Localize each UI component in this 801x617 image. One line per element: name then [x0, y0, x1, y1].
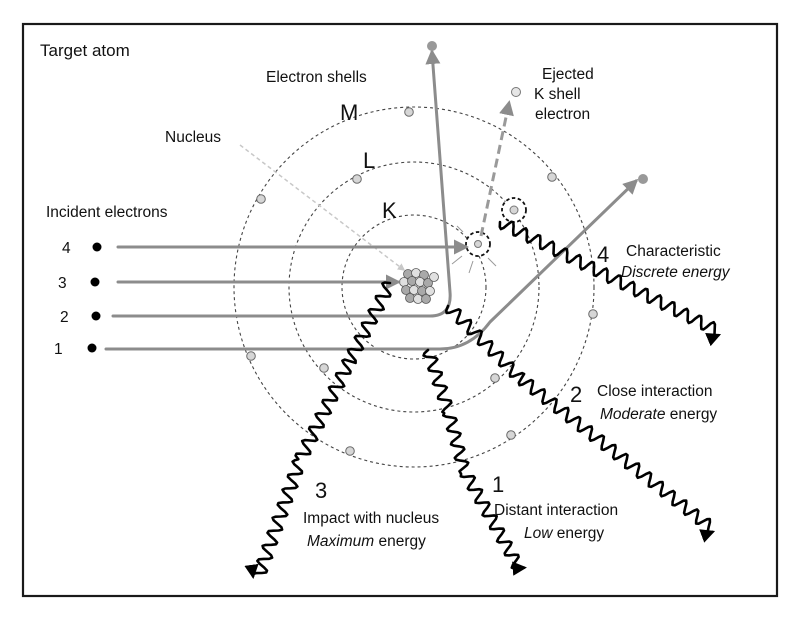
- shell-label-l: L: [363, 148, 375, 173]
- electron-m-4: [506, 430, 516, 440]
- photon-2-close: [445, 304, 716, 543]
- incident-electron-1: [87, 343, 97, 353]
- shell-l-ring: [288, 161, 540, 413]
- scattered-electron-2: [427, 41, 437, 51]
- interaction-2-name: Close interaction: [597, 383, 712, 400]
- electron-l-2: [490, 373, 500, 383]
- nucleus-label: Nucleus: [165, 129, 221, 146]
- nucleus-pointer: [239, 144, 406, 271]
- interaction-4-name: Characteristic: [626, 243, 721, 260]
- ejected-electron: [511, 87, 521, 97]
- collision-burst: [451, 225, 497, 274]
- shell-label-m: M: [340, 100, 358, 125]
- interaction-2-energy-rest: energy: [665, 406, 717, 423]
- interaction-1-energy-emph: Low: [524, 525, 554, 542]
- interaction-3-energy-line: Maximum energy: [307, 533, 426, 550]
- interaction-3-name: Impact with nucleus: [303, 510, 439, 527]
- electron-l-1: [352, 174, 362, 184]
- photon-3-nucleus: [244, 281, 392, 580]
- interaction-1-energy-line: Low energy: [524, 525, 604, 542]
- shell-k-ring: [341, 214, 487, 360]
- incident-number-3: 3: [58, 275, 67, 292]
- electron-track-1: [104, 178, 639, 351]
- photon-4-characteristic: [498, 220, 722, 347]
- incident-electron-4: [92, 242, 102, 252]
- interaction-1-name: Distant interaction: [494, 502, 618, 519]
- interaction-4-energy: Discrete energy: [621, 264, 731, 281]
- k-shell-vacancy-dot: [474, 240, 482, 248]
- interaction-2-energy-line: Moderate energy: [600, 406, 717, 423]
- interaction-3-energy-rest: energy: [374, 533, 426, 550]
- nucleus: [399, 268, 439, 304]
- interaction-3-number: 3: [315, 478, 327, 503]
- shell-label-k: K: [382, 198, 397, 223]
- ejected-label-line2: K shell: [534, 86, 581, 103]
- diagram-title: Target atom: [40, 41, 130, 60]
- incident-electrons-label: Incident electrons: [46, 204, 168, 221]
- electron-m-5: [345, 446, 355, 456]
- x-ray-photons: [244, 220, 722, 580]
- incident-number-2: 2: [60, 309, 69, 326]
- electron-m-1: [404, 107, 414, 117]
- incident-number-4: 4: [62, 240, 71, 257]
- incident-electron-3: [90, 277, 100, 287]
- electron-l-3: [319, 363, 329, 373]
- incident-electron-dots: [87, 242, 102, 353]
- electron-m-6: [246, 351, 256, 361]
- interaction-2-energy-emph: Moderate: [600, 406, 666, 423]
- ejected-electron-track: [479, 100, 514, 237]
- ejected-label-line1: Ejected: [542, 66, 594, 83]
- interaction-2-number: 2: [570, 382, 582, 407]
- electron-shells-label: Electron shells: [266, 69, 367, 86]
- scattered-electron-1: [638, 174, 648, 184]
- ejected-label-line3: electron: [535, 106, 590, 123]
- photon-1-distant: [422, 348, 527, 576]
- shell-m-ring: [233, 106, 595, 468]
- electron-shells: [233, 106, 595, 468]
- interaction-1-number: 1: [492, 472, 504, 497]
- electron-m-7: [256, 194, 266, 204]
- incident-number-1: 1: [54, 341, 63, 358]
- diagram-frame: [21, 22, 779, 598]
- interaction-4-number: 4: [597, 242, 609, 267]
- interaction-1-energy-rest: energy: [552, 525, 604, 542]
- interaction-3-energy-emph: Maximum: [307, 533, 374, 550]
- electron-m-3: [588, 309, 598, 319]
- electron-track-2: [111, 49, 452, 318]
- incident-electron-2: [91, 311, 101, 321]
- shell-electrons: [246, 107, 598, 456]
- filling-electron-dot: [509, 205, 519, 215]
- electron-m-2: [547, 172, 557, 182]
